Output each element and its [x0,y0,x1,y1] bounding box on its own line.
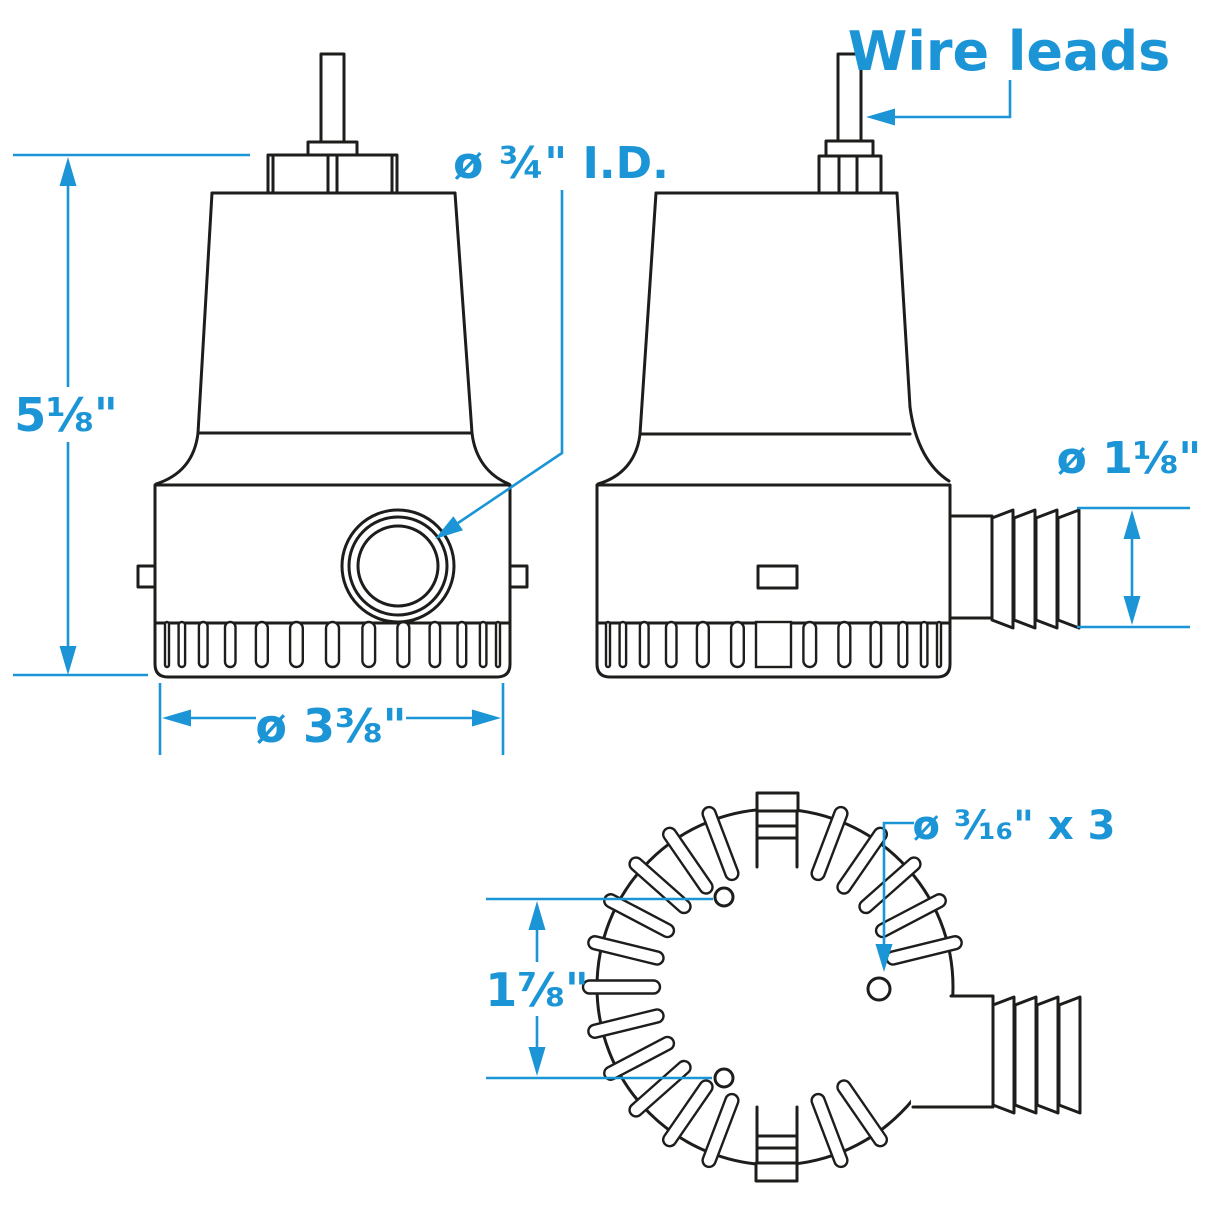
side-strainer-rim [595,621,952,679]
front-body-sides [196,191,474,435]
bottom-strainer-slots [581,805,963,1169]
arrowhead-icon [59,646,77,675]
outlet-id-label: ø ¾" I.D. [453,138,669,189]
side-body-sides [638,191,912,436]
side-hose-barb [948,508,1081,630]
bottom-top-tab [755,791,800,869]
height-dimension: 5⅛" [13,153,250,677]
bottom-view [581,791,1082,1183]
front-strainer-slots [163,620,502,669]
mounting-holes-label: ø ³⁄₁₆" x 3 [913,803,1116,849]
hole-spacing-label: 1⅞" [485,963,589,1017]
hose-diameter-label: ø 1⅛" [1057,433,1202,484]
hole-spacing-dimension: 1⅞" [485,897,713,1080]
side-bell-curves [596,405,951,486]
bottom-hose-barb [911,994,1082,1115]
arrowhead-icon [528,1047,546,1076]
arrowhead-icon [162,709,191,727]
side-cap-lines [837,154,859,195]
mounting-holes-callout: ø ³⁄₁₆" x 3 [875,803,1116,972]
base-diameter-dimension: ø 3⅜" [158,683,505,755]
side-cap-flange [824,139,875,158]
front-cap-lines [271,153,394,195]
side-cap [817,154,883,195]
front-strainer-rim [153,621,512,679]
front-outlet-port [340,508,456,624]
arrowhead-icon [875,944,893,972]
front-bell-curves [154,431,511,486]
front-cap-flange [306,140,359,157]
side-detail-plate [756,564,799,590]
mount-hole-top [713,886,735,908]
arrowhead-icon [528,901,546,930]
side-strainer-slots [604,620,943,669]
arrowhead-icon [1123,510,1141,539]
wire-leads-callout: Wire leads [848,20,1171,126]
arrowhead-icon [866,108,895,126]
arrowhead-icon [59,157,77,186]
height-label: 5⅛" [14,388,118,442]
front-wire-stem [319,52,346,144]
arrowhead-icon [1123,596,1141,625]
front-cap [266,153,399,195]
bottom-bottom-tab [754,1105,799,1183]
front-left-tab [136,564,157,589]
outlet-id-callout: ø ¾" I.D. [435,138,669,539]
wire-leads-label: Wire leads [848,20,1171,83]
arrowhead-icon [435,516,463,539]
front-housing [153,483,512,625]
front-right-tab [508,564,529,589]
mount-hole-right [866,976,892,1002]
arrowhead-icon [472,709,501,727]
side-housing [595,483,952,625]
front-view [136,52,529,679]
base-diameter-label: ø 3⅜" [255,699,406,753]
side-view [595,52,1081,679]
mount-hole-bottom [713,1067,735,1089]
hose-diameter-dimension: ø 1⅛" [1057,433,1202,629]
